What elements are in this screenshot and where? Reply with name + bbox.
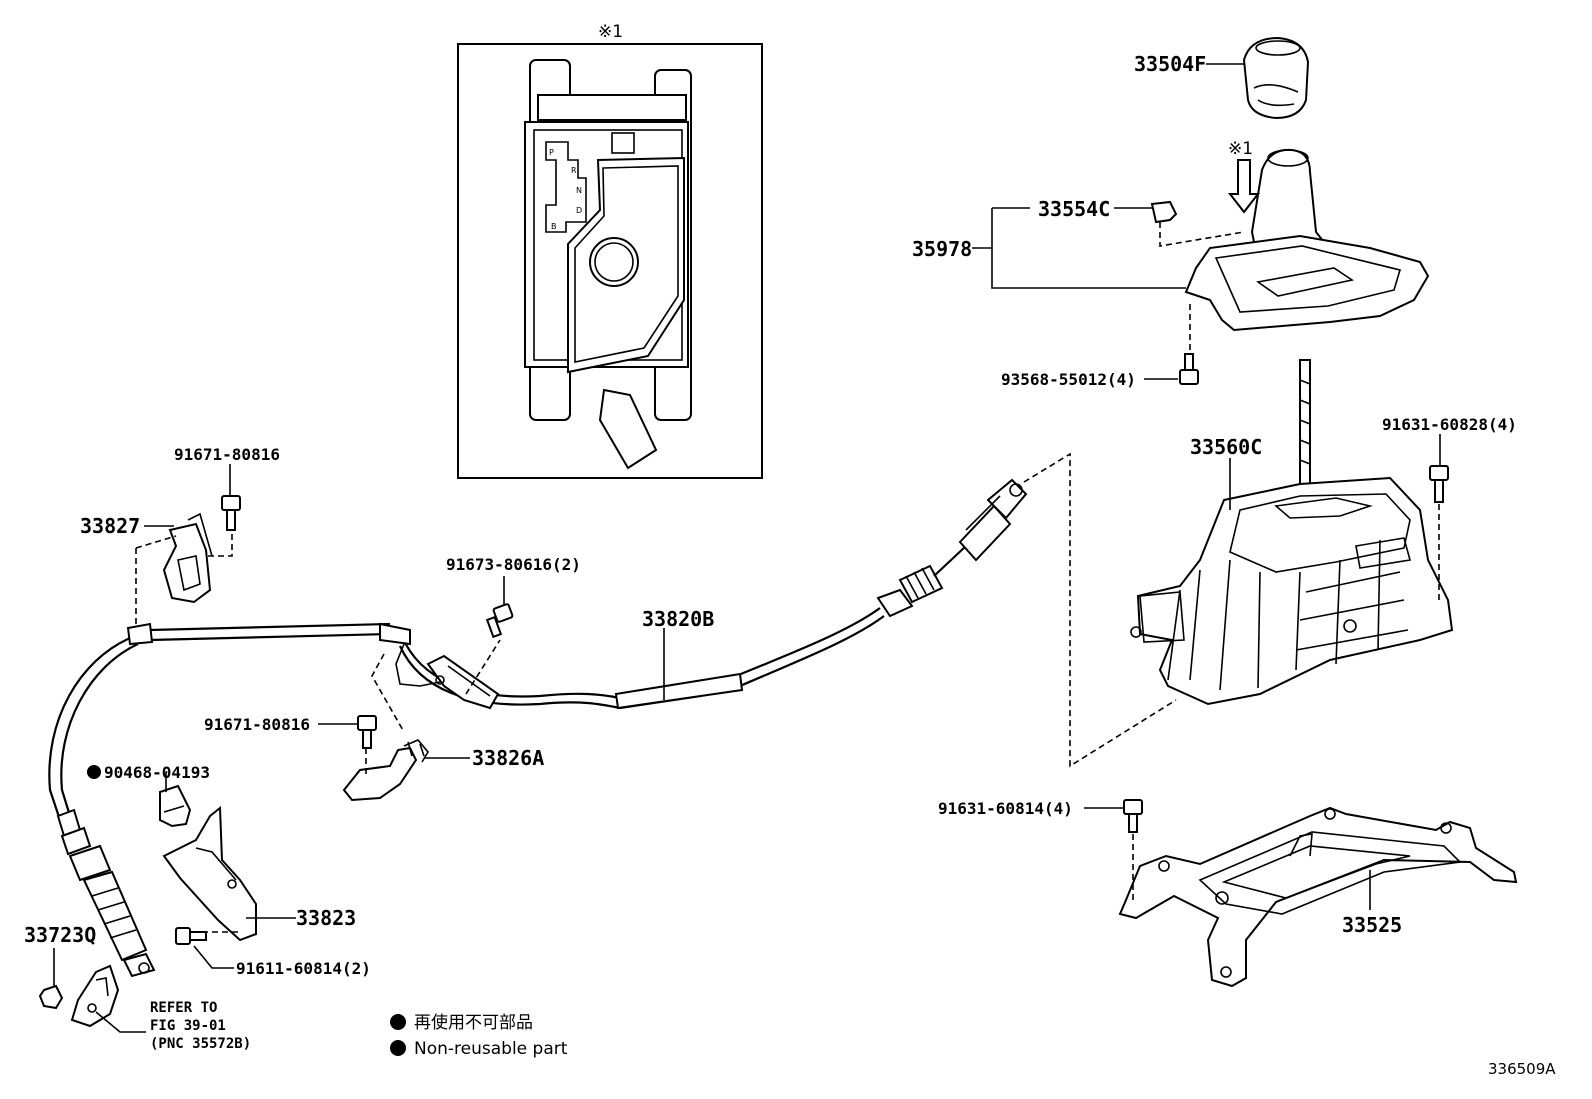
clip-33554c	[1150, 200, 1245, 247]
leader-lines	[53, 63, 1441, 1033]
label-91631-60814: 91631-60814(4)	[938, 799, 1073, 818]
label-90468: 90468-04193	[104, 763, 210, 782]
bracket-dashed	[135, 548, 501, 733]
marker1-text: ※1	[1228, 139, 1253, 159]
clip-33827	[135, 495, 241, 604]
label-33554c: 33554C	[1038, 197, 1110, 221]
legend-jp: 再使用不可部品	[414, 1012, 533, 1033]
label-91671-mid: 91671-80816	[204, 715, 310, 734]
legend-dot-jp	[390, 1014, 406, 1030]
bolt-91631-60814	[1123, 799, 1143, 904]
shift-knob	[1242, 36, 1310, 120]
label-91673: 91673-80616(2)	[446, 555, 581, 574]
bolt-91673	[485, 603, 514, 639]
legend-en: Non-reusable part	[414, 1039, 568, 1059]
label-33560c: 33560C	[1190, 435, 1262, 459]
label-91631-60828: 91631-60828(4)	[1382, 415, 1517, 434]
shift-cable	[48, 478, 1028, 978]
label-33820b: 33820B	[642, 607, 714, 631]
inset-marker: ※1	[598, 22, 623, 42]
label-33827: 33827	[80, 514, 140, 538]
svg-text:R: R	[571, 166, 577, 175]
label-33504f: 33504F	[1134, 52, 1206, 76]
svg-text:D: D	[576, 206, 582, 215]
non-reusable-dot	[87, 765, 101, 779]
figure-number: 336509A	[1488, 1060, 1556, 1078]
bolt-93568	[1179, 304, 1199, 385]
label-91611: 91611-60814(2)	[236, 959, 371, 978]
bolt-91631-60828	[1429, 465, 1449, 604]
nut-33723q	[38, 964, 120, 1028]
clip-33826a	[342, 715, 429, 802]
svg-text:B: B	[551, 222, 557, 231]
part-labels: 33504F 33554C 35978 93568-55012(4) 33560…	[24, 52, 1556, 1078]
svg-text:N: N	[576, 186, 582, 195]
svg-text:P: P	[549, 148, 554, 157]
shift-boot-bezel	[1184, 148, 1430, 332]
shift-lever-assembly	[1130, 359, 1454, 706]
label-33826a: 33826A	[472, 746, 544, 770]
label-91671-top: 91671-80816	[174, 445, 280, 464]
label-33823: 33823	[296, 906, 356, 930]
inset-detail: ※1 P R N D B	[457, 22, 763, 479]
refer-line3: (PNC 35572B)	[150, 1036, 251, 1052]
refer-line1: REFER TO	[150, 1000, 217, 1016]
label-93568: 93568-55012(4)	[1001, 370, 1136, 389]
legend: 再使用不可部品 Non-reusable part	[390, 1012, 568, 1059]
bracket-33525	[1118, 806, 1518, 988]
label-33525: 33525	[1342, 913, 1402, 937]
label-35978: 35978	[912, 237, 972, 261]
bracket-33823	[159, 784, 257, 945]
view-arrow: ※1	[1227, 139, 1261, 214]
refer-line2: FIG 39-01	[150, 1018, 226, 1034]
legend-dot-en	[390, 1040, 406, 1056]
label-33723q: 33723Q	[24, 923, 96, 947]
